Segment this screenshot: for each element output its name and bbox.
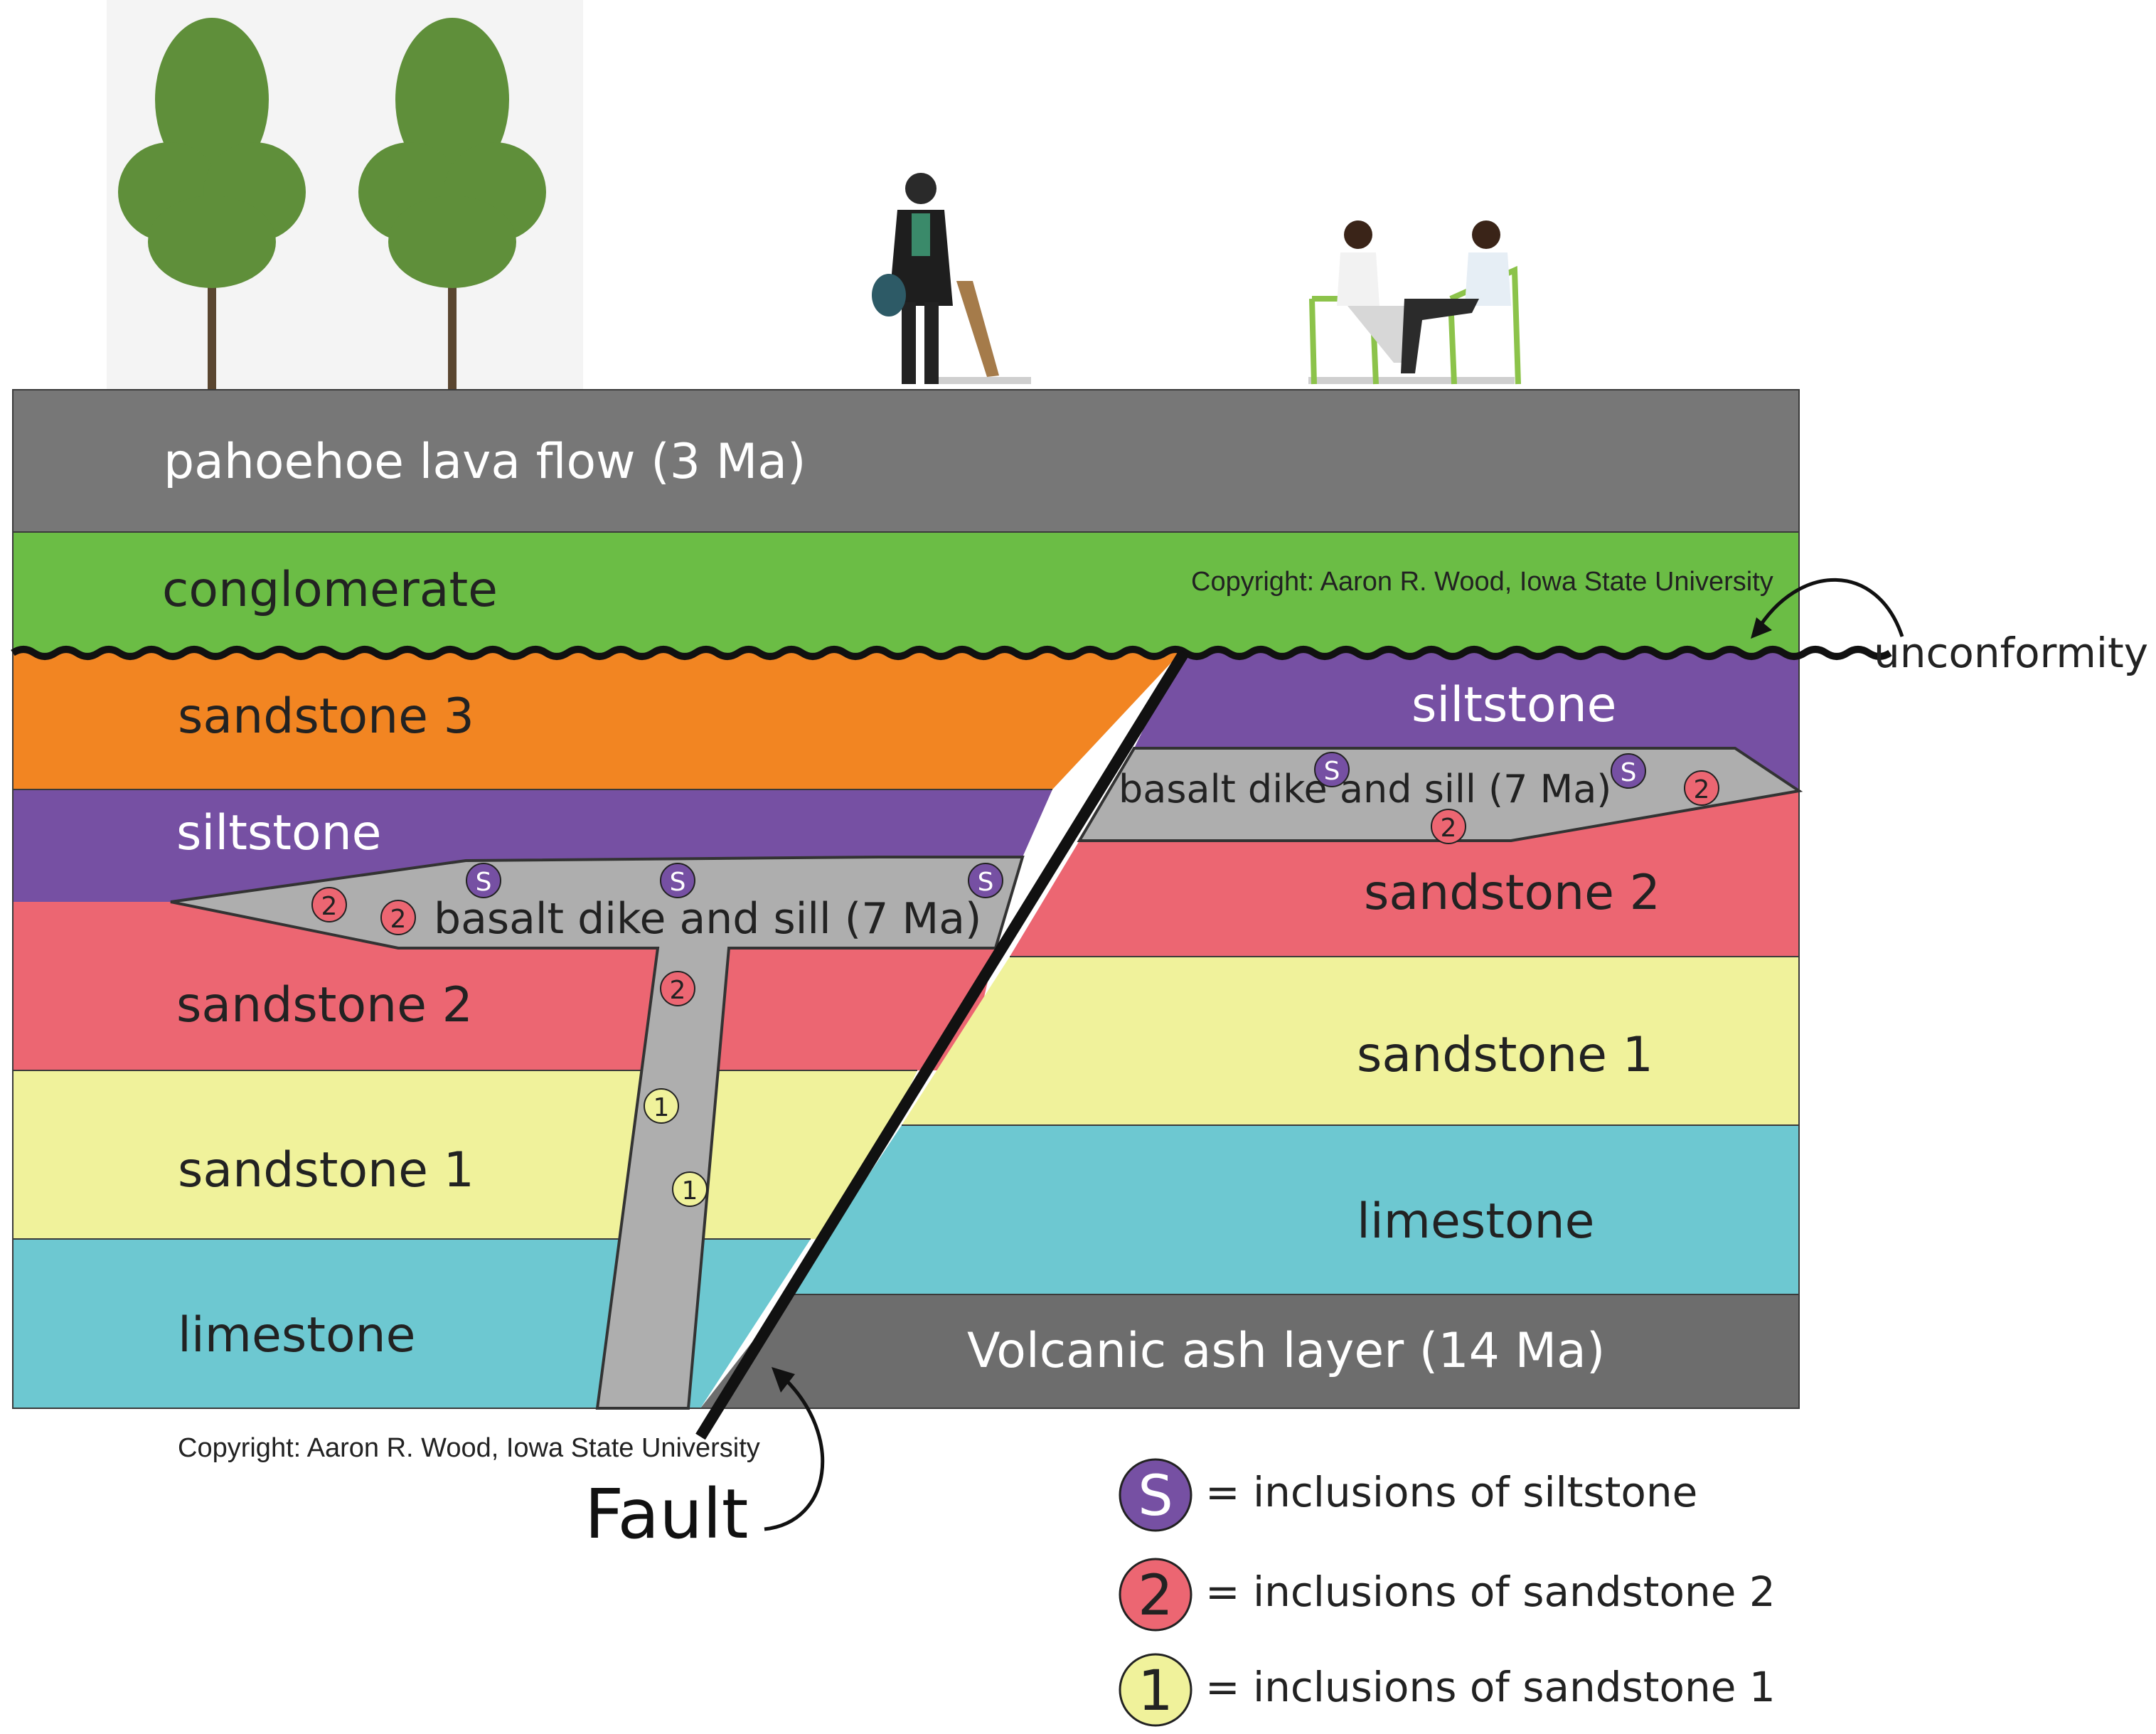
right-ash-label: Volcanic ash layer (14 Ma): [967, 1323, 1605, 1379]
people-sitting: [1308, 220, 1521, 385]
svg-text:S: S: [476, 868, 492, 897]
svg-text:= inclusions of siltstone: = inclusions of siltstone: [1205, 1468, 1697, 1516]
svg-text:2: 2: [390, 905, 407, 934]
legend-item-siltstone: S = inclusions of siltstone: [1119, 1458, 1697, 1532]
layer-right-sandstone2: [1010, 791, 1799, 957]
unconformity-arrowhead: [1751, 617, 1772, 639]
svg-text:S: S: [1138, 1464, 1173, 1528]
copyright-top: Copyright: Aaron R. Wood, Iowa State Uni…: [1191, 567, 1773, 597]
inclusion-markers: S S S 2 2 2 1 1 S S 2 2: [311, 752, 1719, 1207]
unconformity-arrow: [1754, 578, 1904, 637]
layer-boundaries: [12, 389, 1800, 1409]
layer-left-siltstone: [13, 789, 1052, 902]
svg-text:2: 2: [321, 892, 338, 921]
basalt-left-label: basalt dike and sill (7 Ma): [434, 894, 981, 944]
tree-left: [118, 18, 306, 390]
marker-2-2: 2: [380, 900, 416, 935]
left-sandstone3-label: sandstone 3: [178, 688, 474, 745]
right-sandstone2-label: sandstone 2: [1364, 865, 1660, 921]
pahoehoe-label: pahoehoe lava flow (3 Ma): [164, 434, 806, 490]
svg-text:1: 1: [682, 1176, 698, 1206]
legend-item-sandstone1: 1 = inclusions of sandstone 1: [1119, 1653, 1776, 1727]
left-sandstone2-label: sandstone 2: [176, 977, 473, 1033]
person-with-skateboard: [872, 173, 1031, 384]
conglomerate-label: conglomerate: [162, 562, 498, 618]
marker-2-3: 2: [660, 971, 695, 1006]
svg-text:1: 1: [653, 1093, 670, 1122]
layer-right-sandstone1: [902, 957, 1799, 1125]
svg-text:= inclusions of sandstone 1: = inclusions of sandstone 1: [1205, 1663, 1776, 1711]
svg-text:S: S: [978, 868, 994, 897]
layer-labels: pahoehoe lava flow (3 Ma) conglomerate s…: [162, 434, 1660, 1379]
marker-2-1: 2: [311, 887, 347, 922]
svg-text:S: S: [670, 868, 686, 897]
copyright-bottom: Copyright: Aaron R. Wood, Iowa State Uni…: [178, 1433, 760, 1463]
unconformity-line: [11, 646, 1892, 660]
svg-text:S: S: [1324, 757, 1340, 786]
fault-label: Fault: [585, 1474, 748, 1554]
layer-left-sandstone2: [13, 902, 996, 1070]
marker-2-5: 2: [1431, 809, 1466, 844]
marker-1-2: 1: [672, 1171, 708, 1207]
fault-line: [695, 649, 1189, 1440]
svg-text:2: 2: [1441, 814, 1457, 843]
basalt-right-label: basalt dike and sill (7 Ma): [1119, 767, 1611, 812]
unconformity-label: unconformity: [1874, 629, 2148, 677]
layer-left-sandstone3: [13, 653, 1180, 789]
right-siltstone-label: siltstone: [1411, 677, 1617, 733]
fault-arrowhead: [772, 1367, 795, 1393]
marker-s-3: S: [968, 863, 1003, 898]
legend: S = inclusions of siltstone 2 = inclusio…: [1119, 1458, 1776, 1727]
tree-right: [358, 18, 546, 390]
marker-2-4: 2: [1684, 770, 1719, 806]
left-sandstone1-label: sandstone 1: [178, 1142, 474, 1198]
layer-right-ash: [700, 1294, 1799, 1408]
marker-1-1: 1: [644, 1088, 679, 1124]
fault-arrow: [764, 1378, 825, 1531]
left-siltstone-label: siltstone: [176, 805, 382, 861]
left-limestone-label: limestone: [178, 1307, 416, 1363]
right-sandstone1-label: sandstone 1: [1357, 1027, 1653, 1083]
svg-text:2: 2: [1694, 775, 1710, 804]
svg-text:1: 1: [1138, 1659, 1173, 1723]
right-limestone-label: limestone: [1357, 1193, 1595, 1250]
basalt-sill-and-dike-left: [170, 856, 1025, 1410]
marker-s-1: S: [466, 863, 501, 898]
svg-text:S: S: [1621, 758, 1637, 787]
marker-s-4: S: [1314, 752, 1350, 787]
annotations: Copyright: Aaron R. Wood, Iowa State Uni…: [178, 567, 2148, 1554]
svg-text:2: 2: [1138, 1564, 1173, 1628]
layer-pahoehoe: [13, 390, 1799, 532]
svg-text:= inclusions of sandstone 2: = inclusions of sandstone 2: [1205, 1568, 1776, 1616]
layer-conglomerate: [13, 532, 1799, 653]
surface-scenery: [107, 0, 1521, 390]
marker-s-5: S: [1611, 753, 1646, 789]
marker-s-2: S: [660, 863, 695, 898]
svg-text:2: 2: [670, 976, 686, 1005]
legend-item-sandstone2: 2 = inclusions of sandstone 2: [1119, 1558, 1776, 1632]
layer-right-limestone: [789, 1125, 1799, 1294]
